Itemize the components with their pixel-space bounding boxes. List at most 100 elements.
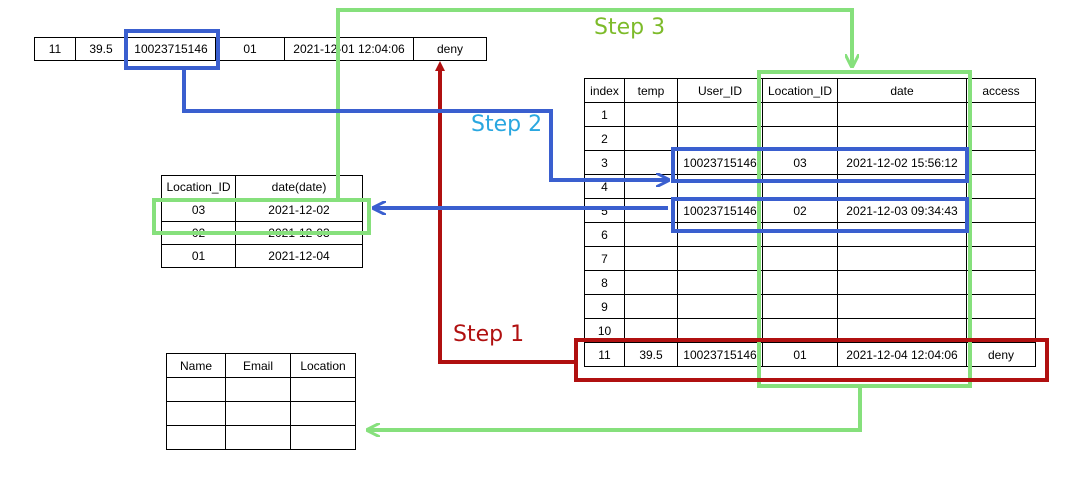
top-record-cell: deny	[413, 37, 487, 61]
table-row: 10	[584, 318, 1036, 343]
main-table-cell	[966, 318, 1036, 343]
main-table-cell	[837, 222, 967, 247]
main-table-cell	[837, 294, 967, 319]
table-row: 01 2021-12-04	[161, 244, 363, 268]
table-row: 03 2021-12-02	[161, 198, 363, 222]
table-row: 02 2021-12-03	[161, 221, 363, 245]
main-table-cell: 2021-12-03 09:34:43	[837, 198, 967, 223]
main-table-cell	[762, 126, 838, 151]
main-table-cell	[624, 150, 678, 175]
main-table-cell: deny	[966, 342, 1036, 367]
step1-label: Step 1	[453, 322, 525, 347]
contact-table-cell	[290, 425, 356, 450]
main-table-cell	[624, 246, 678, 271]
main-table-cell: 6	[584, 222, 625, 247]
main-table-cell: 3	[584, 150, 625, 175]
table-row	[166, 425, 356, 450]
main-table-cell	[677, 246, 763, 271]
main-table-cell	[677, 294, 763, 319]
table-row: 9	[584, 294, 1036, 319]
location-table-cell: 2021-12-02	[235, 198, 363, 222]
top-record-cell: 01	[215, 37, 285, 61]
main-table-header: temp	[624, 78, 678, 103]
main-table-cell: 10	[584, 318, 625, 343]
contact-table-cell	[225, 425, 291, 450]
contact-table-cell	[225, 401, 291, 426]
main-table-cell	[837, 270, 967, 295]
main-table-cell: 8	[584, 270, 625, 295]
main-table-header: access	[966, 78, 1036, 103]
main-table-cell	[624, 174, 678, 199]
location-table-cell: 02	[161, 221, 236, 245]
main-table-header: User_ID	[677, 78, 763, 103]
top-record-row: 11 39.5 10023715146 01 2021-12-01 12:04:…	[34, 37, 487, 61]
main-table-cell	[624, 198, 678, 223]
main-table-cell	[624, 222, 678, 247]
main-table-cell: 9	[584, 294, 625, 319]
main-table-cell	[837, 126, 967, 151]
main-table-cell: 10023715146	[677, 198, 763, 223]
main-table-cell	[837, 102, 967, 127]
main-table-header: date	[837, 78, 967, 103]
main-table-cell: 02	[762, 198, 838, 223]
main-table-cell	[762, 222, 838, 247]
main-table-cell	[624, 294, 678, 319]
main-table-cell	[837, 246, 967, 271]
main-table-cell	[624, 318, 678, 343]
location-table-cell: 2021-12-04	[235, 244, 363, 268]
top-record-cell: 2021-12-01 12:04:06	[284, 37, 414, 61]
main-table-cell: 03	[762, 150, 838, 175]
main-table-cell: 2021-12-02 15:56:12	[837, 150, 967, 175]
main-table-cell: 39.5	[624, 342, 678, 367]
contact-table-cell	[166, 425, 226, 450]
location-table-cell: 2021-12-03	[235, 221, 363, 245]
main-table-header: index	[584, 78, 625, 103]
main-table-cell	[677, 174, 763, 199]
main-table-cell: 10023715146	[677, 342, 763, 367]
main-table-cell	[762, 294, 838, 319]
main-table-cell: 5	[584, 198, 625, 223]
contact-table-header: Location	[290, 353, 356, 378]
main-table-cell	[966, 270, 1036, 295]
step2-label: Step 2	[471, 112, 543, 137]
main-table-cell	[762, 318, 838, 343]
main-table-cell	[966, 150, 1036, 175]
main-table-cell	[837, 174, 967, 199]
main-table-cell	[677, 126, 763, 151]
contact-table-cell	[290, 377, 356, 402]
main-table-cell	[762, 246, 838, 271]
contact-table-cell	[166, 401, 226, 426]
main-table-cell: 01	[762, 342, 838, 367]
location-table-header: date(date)	[235, 175, 363, 199]
main-table-cell: 2	[584, 126, 625, 151]
step3-label: Step 3	[594, 15, 666, 40]
table-row: 6	[584, 222, 1036, 247]
table-row: 4	[584, 174, 1036, 199]
main-table-cell	[966, 174, 1036, 199]
contact-table-cell	[166, 377, 226, 402]
contact-table-header: Email	[225, 353, 291, 378]
table-row: 7	[584, 246, 1036, 271]
main-table-header: Location_ID	[762, 78, 838, 103]
main-table-cell: 2021-12-04 12:04:06	[837, 342, 967, 367]
main-table-cell: 7	[584, 246, 625, 271]
main-table-cell	[677, 102, 763, 127]
main-table-cell	[624, 102, 678, 127]
contact-table-cell	[225, 377, 291, 402]
main-table-cell	[762, 174, 838, 199]
location-table-cell: 03	[161, 198, 236, 222]
main-table-cell: 10023715146	[677, 150, 763, 175]
main-table-cell	[966, 246, 1036, 271]
location-table-cell: 01	[161, 244, 236, 268]
main-table-cell: 4	[584, 174, 625, 199]
location-date-table: Location_ID date(date) 03 2021-12-02 02 …	[161, 175, 363, 268]
contact-table: Name Email Location	[166, 353, 356, 450]
main-table-cell	[677, 222, 763, 247]
main-table-cell	[624, 270, 678, 295]
table-row: 1	[584, 102, 1036, 127]
top-record-cell: 11	[34, 37, 76, 61]
location-table-header: Location_ID	[161, 175, 236, 199]
